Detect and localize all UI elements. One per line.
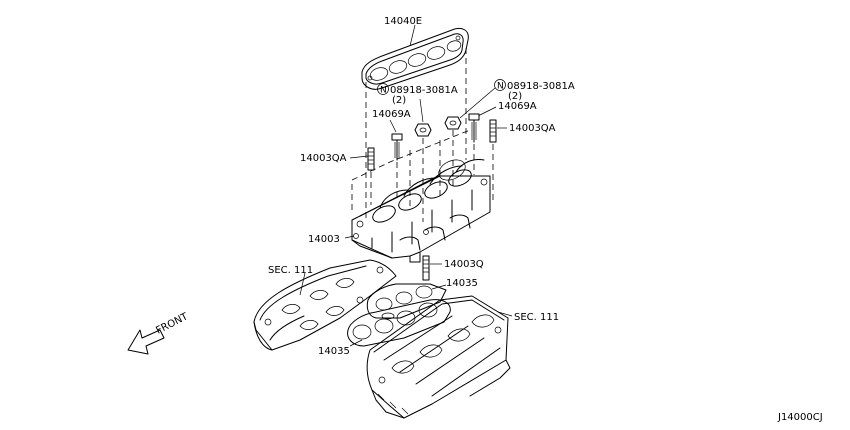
leader-14003 xyxy=(344,235,355,239)
label-nut-left-qty: (2) xyxy=(392,95,406,106)
label-14003qa-right: 14003QA xyxy=(509,123,556,134)
label-14069a-right: 14069A xyxy=(498,101,537,112)
leader-14069a-left xyxy=(389,119,397,133)
cylinder-head-right[interactable] xyxy=(366,295,511,419)
label-sec-right: SEC. 111 xyxy=(514,312,559,323)
label-nut-right-qty: (2) xyxy=(508,91,522,102)
stud-bolt-14003qa-left[interactable] xyxy=(367,147,375,171)
label-14003qa-left: 14003QA xyxy=(300,153,347,164)
label-sec-left: SEC. 111 xyxy=(268,265,313,276)
gasket-14040e[interactable] xyxy=(361,27,469,90)
gasket-14035-upper[interactable] xyxy=(366,283,447,320)
stud-14069a-left[interactable] xyxy=(391,133,403,161)
stud-14069a-right[interactable] xyxy=(468,113,480,143)
label-14003q: 14003Q xyxy=(444,259,484,270)
diagram-code: J14000CJ xyxy=(777,412,823,423)
label-14035-right: 14035 xyxy=(446,278,478,289)
leader-14035-left xyxy=(349,339,363,347)
leader-sec-left xyxy=(299,272,306,296)
label-14069a-left: 14069A xyxy=(372,109,411,120)
nut-left[interactable] xyxy=(414,123,432,137)
nut-right[interactable] xyxy=(444,116,462,130)
front-arrow-icon xyxy=(127,329,165,355)
leader-14003qa-left xyxy=(349,155,369,159)
label-nut-left: 08918-3081A xyxy=(390,85,458,96)
intake-manifold-14003[interactable] xyxy=(351,156,491,263)
front-label: FRONT xyxy=(154,311,190,337)
label-14003: 14003 xyxy=(308,234,340,245)
leader-14035-right xyxy=(431,284,447,290)
leader-14040e xyxy=(409,24,416,47)
stud-14003q[interactable] xyxy=(422,255,430,281)
label-14035-left: 14035 xyxy=(318,346,350,357)
nut-callout-right: N 08918-3081A (2) xyxy=(459,79,575,119)
gasket-14035-lower[interactable] xyxy=(347,299,451,347)
nut-symbol-right: N xyxy=(497,82,504,92)
nut-callout-left: N 08918-3081A (2) xyxy=(377,83,458,123)
leader-sec-right xyxy=(497,311,513,317)
leader-14069a-right xyxy=(477,106,497,117)
label-nut-right: 08918-3081A xyxy=(507,81,575,92)
label-14040e: 14040E xyxy=(384,16,422,27)
stud-bolt-14003qa-right[interactable] xyxy=(489,119,497,143)
nut-symbol-left: N xyxy=(380,86,387,96)
cylinder-head-left[interactable] xyxy=(253,259,397,351)
